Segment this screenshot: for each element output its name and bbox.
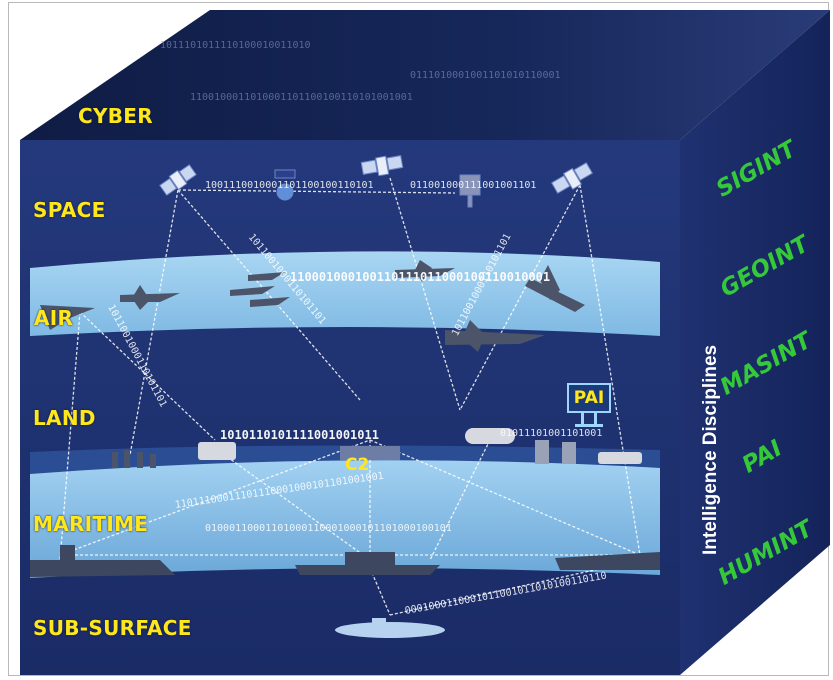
binary-stream: 110001000100110111011000100110010001 [290, 270, 551, 284]
pai-monitor-base [575, 424, 603, 427]
domain-label-subsurface: SUB-SURFACE [33, 616, 192, 640]
air-band [30, 251, 660, 336]
domain-label-cyber: CYBER [78, 104, 153, 128]
domain-label-land: LAND [33, 406, 96, 430]
binary-stream: 1100100011010001101100100110101001001 [190, 92, 413, 103]
binary-stream: 0100011000110100011000100010110100010010… [205, 523, 452, 534]
binary-stream: 1001110010001101100100110101 [205, 180, 374, 191]
aircraft-icon [40, 260, 585, 352]
satellite-icon [159, 155, 594, 208]
binary-stream: 1010110101111001001011 [220, 428, 379, 442]
binary-stream: 1011101011110100010011010 [160, 40, 311, 51]
domain-label-maritime: MARITIME [33, 512, 149, 536]
binary-stream: 011001000111001001101 [410, 180, 537, 191]
ship-icon [30, 545, 660, 577]
data-links [59, 177, 641, 616]
binary-stream: 0111010001001101010110001 [410, 70, 561, 81]
pai-monitor-icon: PAI [567, 383, 611, 413]
cube-side-face [680, 10, 830, 675]
submarine-icon [335, 618, 445, 638]
pai-monitor-stand [581, 413, 597, 425]
binary-stream: 01011101001101001 [500, 428, 603, 439]
ground-unit-icon [112, 428, 642, 468]
domain-label-air: AIR [34, 306, 74, 330]
c2-node-label: C2 [345, 455, 370, 475]
maritime-band [30, 460, 660, 578]
stealth-bomber-icon [40, 305, 95, 330]
cube-top-face [20, 10, 830, 140]
domain-label-space: SPACE [33, 198, 106, 222]
